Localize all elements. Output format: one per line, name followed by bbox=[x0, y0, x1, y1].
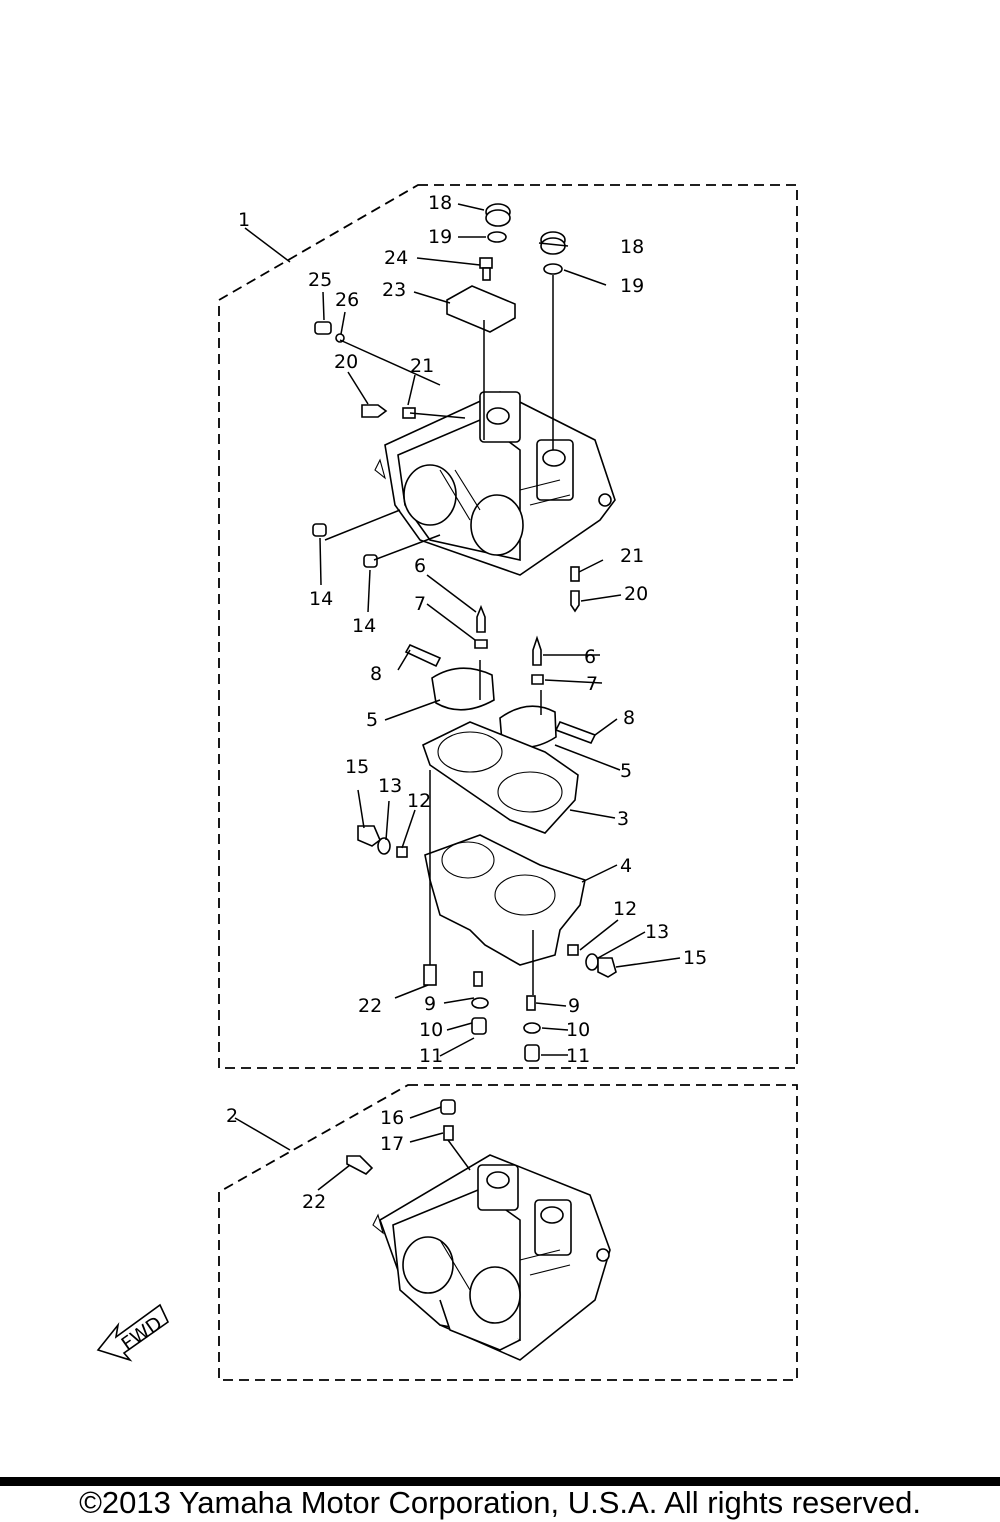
label-2: 2 bbox=[226, 1105, 238, 1127]
label-13a: 13 bbox=[378, 775, 402, 797]
pin-8b bbox=[554, 721, 597, 744]
label-21b: 21 bbox=[620, 545, 644, 567]
leader-lines bbox=[244, 203, 681, 1057]
label-7b: 7 bbox=[586, 673, 598, 695]
label-23: 23 bbox=[382, 279, 406, 301]
label-9b: 9 bbox=[568, 995, 580, 1017]
washer-10b bbox=[523, 1022, 541, 1034]
fwd-arrow-icon: FWD bbox=[96, 1303, 170, 1362]
screw-22a bbox=[423, 964, 437, 986]
group-2-boundary bbox=[218, 1084, 798, 1381]
screw-16 bbox=[440, 1099, 456, 1115]
label-19a: 19 bbox=[428, 226, 452, 248]
label-11a: 11 bbox=[419, 1045, 443, 1067]
label-12b: 12 bbox=[613, 898, 637, 920]
label-5b: 5 bbox=[620, 760, 632, 782]
plug-11b bbox=[524, 1044, 540, 1062]
needle-valve-6b bbox=[532, 635, 542, 666]
float-5a bbox=[431, 667, 495, 711]
label-20a: 20 bbox=[334, 351, 358, 373]
parts-diagram: FWD 1 18 19 24 23 18 19 25 26 20 21 14 1… bbox=[96, 184, 798, 1381]
carburetor-assembly-1 bbox=[374, 391, 616, 576]
clip-7a bbox=[474, 639, 488, 649]
screw-20a bbox=[361, 404, 388, 418]
spring-17 bbox=[443, 1125, 454, 1141]
label-15a: 15 bbox=[345, 756, 369, 778]
label-26: 26 bbox=[335, 289, 359, 311]
jet-9b bbox=[526, 995, 536, 1011]
label-13b: 13 bbox=[645, 921, 669, 943]
screw-24 bbox=[479, 257, 493, 281]
oring-13b bbox=[585, 953, 599, 971]
label-4: 4 bbox=[620, 855, 632, 877]
float-bowl-4 bbox=[424, 834, 586, 966]
part-number-labels: 1 18 19 24 23 18 19 25 26 20 21 14 14 21… bbox=[226, 192, 707, 1213]
footer: ©2013 Yamaha Motor Corporation, U.S.A. A… bbox=[0, 1477, 1000, 1522]
label-17: 17 bbox=[380, 1133, 404, 1155]
label-18b: 18 bbox=[620, 236, 644, 258]
label-8b: 8 bbox=[623, 707, 635, 729]
label-14a: 14 bbox=[309, 588, 333, 610]
label-25: 25 bbox=[308, 269, 332, 291]
plug-18a bbox=[485, 203, 511, 227]
needle-valve-6a bbox=[476, 604, 486, 633]
label-10b: 10 bbox=[566, 1019, 590, 1041]
label-9a: 9 bbox=[424, 993, 436, 1015]
carburetor-assembly-2 bbox=[372, 1154, 611, 1361]
group-1-boundary bbox=[218, 184, 798, 1069]
screw-20b bbox=[570, 590, 580, 613]
pin-8a bbox=[404, 643, 442, 668]
jet-12a bbox=[396, 846, 408, 858]
jet-12b bbox=[567, 944, 579, 956]
label-3: 3 bbox=[617, 808, 629, 830]
label-12a: 12 bbox=[407, 790, 431, 812]
jet-9a bbox=[473, 971, 483, 987]
washer-10a bbox=[471, 997, 489, 1009]
copyright-text: ©2013 Yamaha Motor Corporation, U.S.A. A… bbox=[79, 1485, 921, 1520]
plug-11a bbox=[471, 1017, 487, 1035]
leader-lines-2 bbox=[234, 1106, 471, 1191]
gasket-3 bbox=[422, 721, 579, 834]
screw-22b bbox=[346, 1155, 374, 1175]
label-22b: 22 bbox=[302, 1191, 326, 1213]
plug-15b bbox=[597, 957, 617, 978]
label-20b: 20 bbox=[624, 583, 648, 605]
cover-23 bbox=[446, 285, 516, 333]
label-5a: 5 bbox=[366, 709, 378, 731]
plug-14a bbox=[312, 523, 327, 537]
plug-14b bbox=[363, 554, 378, 568]
label-14b: 14 bbox=[352, 615, 376, 637]
label-21a: 21 bbox=[410, 355, 434, 377]
label-22a: 22 bbox=[358, 995, 382, 1017]
oring-13a bbox=[377, 837, 391, 855]
label-7a: 7 bbox=[414, 593, 426, 615]
label-1: 1 bbox=[238, 209, 250, 231]
label-16: 16 bbox=[380, 1107, 404, 1129]
clip-7b bbox=[531, 674, 544, 685]
label-19b: 19 bbox=[620, 275, 644, 297]
label-6a: 6 bbox=[414, 555, 426, 577]
label-11b: 11 bbox=[566, 1045, 590, 1067]
label-24: 24 bbox=[384, 247, 408, 269]
washer-19b bbox=[543, 263, 563, 275]
plug-15a bbox=[357, 825, 381, 847]
bolt-25 bbox=[314, 321, 332, 335]
label-8a: 8 bbox=[370, 663, 382, 685]
label-6b: 6 bbox=[584, 646, 596, 668]
washer-19a bbox=[487, 231, 507, 243]
label-18a: 18 bbox=[428, 192, 452, 214]
label-15b: 15 bbox=[683, 947, 707, 969]
label-10a: 10 bbox=[419, 1019, 443, 1041]
washer-26 bbox=[335, 333, 345, 343]
spring-21b bbox=[570, 566, 580, 582]
